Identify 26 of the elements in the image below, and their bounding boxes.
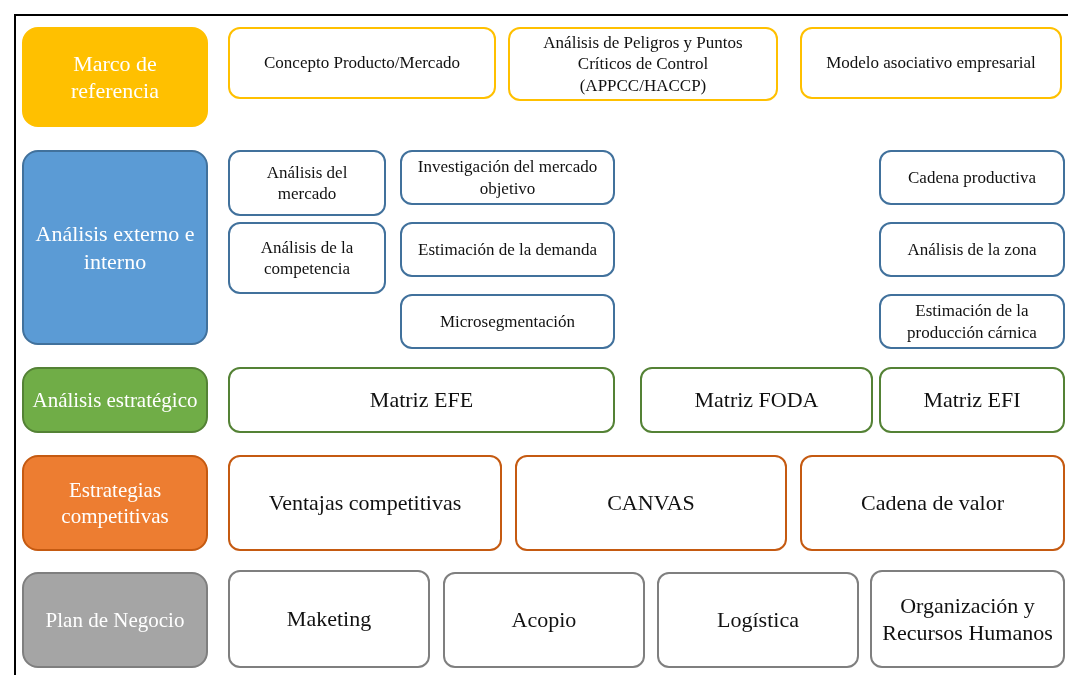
topic-box: Cadena productiva [879,150,1065,205]
category-box: Estrategias competitivas [22,455,208,551]
category-box: Marco de referencia [22,27,208,127]
topic-box: Maketing [228,570,430,668]
topic-box: Matriz EFI [879,367,1065,433]
topic-box: Matriz EFE [228,367,615,433]
topic-box: Estimación de la producción cárnica [879,294,1065,349]
category-box: Plan de Negocio [22,572,208,668]
topic-box: Concepto Producto/Mercado [228,27,496,99]
category-box: Análisis estratégico [22,367,208,433]
topic-box: Microsegmentación [400,294,615,349]
topic-box: Análisis de la competencia [228,222,386,294]
topic-box: Ventajas competitivas [228,455,502,551]
topic-box: CANVAS [515,455,787,551]
topic-box: Cadena de valor [800,455,1065,551]
topic-box: Logística [657,572,859,668]
topic-box: Acopio [443,572,645,668]
topic-box: Modelo asociativo empresarial [800,27,1062,99]
topic-box: Organización y Recursos Humanos [870,570,1065,668]
topic-box: Análisis de Peligros y Puntos Críticos de Control (APPCC/HACCP) [508,27,778,101]
topic-box: Análisis de la zona [879,222,1065,277]
topic-box: Investigación del mercado objetivo [400,150,615,205]
topic-box: Matriz FODA [640,367,873,433]
category-box: Análisis externo e interno [22,150,208,345]
topic-box: Análisis del mercado [228,150,386,216]
topic-box: Estimación de la demanda [400,222,615,277]
